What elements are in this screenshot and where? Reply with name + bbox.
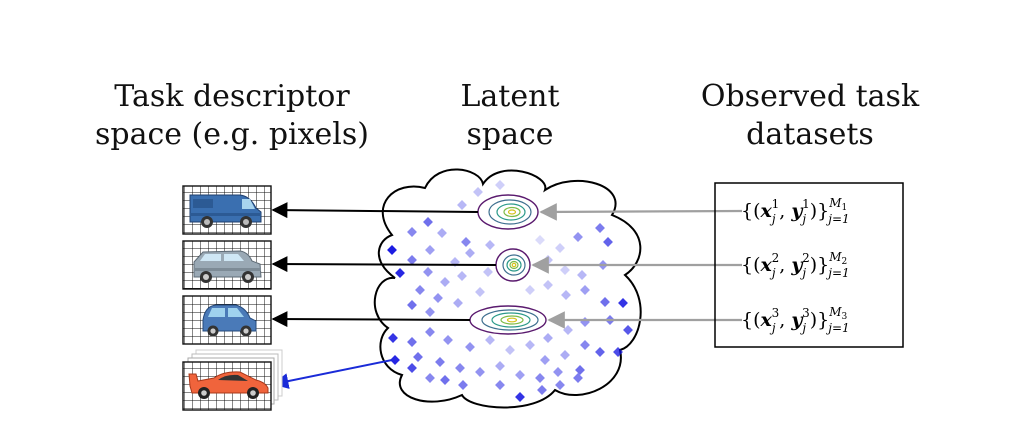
latent-point <box>563 325 573 335</box>
latent-point <box>395 268 405 278</box>
latent-heading-line2: space <box>466 117 554 153</box>
latent-point <box>425 245 435 255</box>
latent-point <box>543 280 553 290</box>
latent-point <box>415 285 425 295</box>
descriptor-heading-line2: space (e.g. pixels) <box>94 117 369 153</box>
latent-point <box>437 228 447 238</box>
latent-point <box>603 237 613 247</box>
latent-point <box>413 352 423 362</box>
latent-point <box>580 285 590 295</box>
latent-point <box>435 357 445 367</box>
latent-point <box>623 325 633 335</box>
latent-point <box>465 342 475 352</box>
latent-point <box>407 300 417 310</box>
latent-point <box>555 380 565 390</box>
latent-point <box>407 255 417 265</box>
latent-point <box>425 327 435 337</box>
latent-space-heading: Latent space <box>420 78 600 155</box>
latent-point <box>575 365 585 375</box>
observed-datasets-heading: Observed task datasets <box>690 78 930 155</box>
descriptor-heading-line1: Task descriptor <box>114 79 350 114</box>
latent-point <box>525 285 535 295</box>
latent-point <box>407 227 417 237</box>
latent-point <box>485 240 495 250</box>
latent-point <box>440 277 450 287</box>
decode-arrow-1 <box>271 202 479 219</box>
latent-point <box>425 373 435 383</box>
latent-point <box>595 347 605 357</box>
latent-point <box>423 217 433 227</box>
latent-heading-line1: Latent <box>460 79 560 114</box>
latent-point <box>473 187 483 197</box>
latent-point <box>458 380 468 390</box>
descriptor-space-heading: Task descriptor space (e.g. pixels) <box>92 78 372 155</box>
new-task-arrow <box>272 359 393 389</box>
latent-point <box>618 298 628 308</box>
latent-point <box>388 333 398 343</box>
latent-points-group <box>387 180 633 402</box>
latent-point <box>543 333 553 343</box>
latent-point <box>485 335 495 345</box>
latent-point <box>573 232 583 242</box>
latent-point <box>465 248 475 258</box>
van-icon <box>189 194 262 228</box>
decode-arrow-2 <box>271 256 497 273</box>
inference-arrow-1 <box>539 203 743 221</box>
sports-car-icon <box>188 371 269 399</box>
latent-point <box>560 265 570 275</box>
latent-point <box>387 245 397 255</box>
observed-heading-line1: Observed task <box>700 79 920 114</box>
latent-point <box>535 373 545 383</box>
latent-point <box>535 235 545 245</box>
latent-point <box>561 290 571 300</box>
datasets-box <box>714 182 904 348</box>
latent-point <box>613 347 623 357</box>
latent-point <box>455 363 465 373</box>
latent-point <box>443 335 453 345</box>
latent-point <box>600 297 610 307</box>
latent-point <box>495 361 505 371</box>
latent-point <box>580 340 590 350</box>
latent-point <box>390 355 400 365</box>
latent-point <box>407 337 417 347</box>
latent-point <box>423 267 433 277</box>
decode-arrow-3 <box>271 311 471 328</box>
task-1-posterior-contours <box>477 194 539 230</box>
latent-point <box>453 298 463 308</box>
latent-point <box>505 345 515 355</box>
latent-point <box>555 243 565 253</box>
latent-point <box>515 370 525 380</box>
latent-point <box>595 223 605 233</box>
latent-point <box>525 340 535 350</box>
latent-point <box>457 271 467 281</box>
latent-point <box>577 270 587 280</box>
suv-icon <box>193 250 262 283</box>
latent-point <box>515 392 525 402</box>
latent-point <box>440 375 450 385</box>
latent-point <box>553 367 563 377</box>
latent-point <box>407 363 417 373</box>
latent-point <box>495 380 505 390</box>
latent-point <box>433 293 443 303</box>
latent-point <box>457 200 467 210</box>
latent-point <box>540 355 550 365</box>
latent-point <box>495 180 505 190</box>
latent-point <box>461 237 471 247</box>
latent-point <box>425 307 435 317</box>
latent-point <box>537 385 547 395</box>
hatchback-icon <box>202 304 257 337</box>
latent-point <box>475 287 485 297</box>
task-2-posterior-contours <box>495 248 531 282</box>
latent-point <box>573 373 583 383</box>
latent-point <box>475 367 485 377</box>
observed-heading-line2: datasets <box>746 117 874 153</box>
latent-space-cloud <box>373 168 642 409</box>
task-3-posterior-contours <box>469 305 547 335</box>
latent-point <box>483 267 493 277</box>
latent-point <box>560 350 570 360</box>
